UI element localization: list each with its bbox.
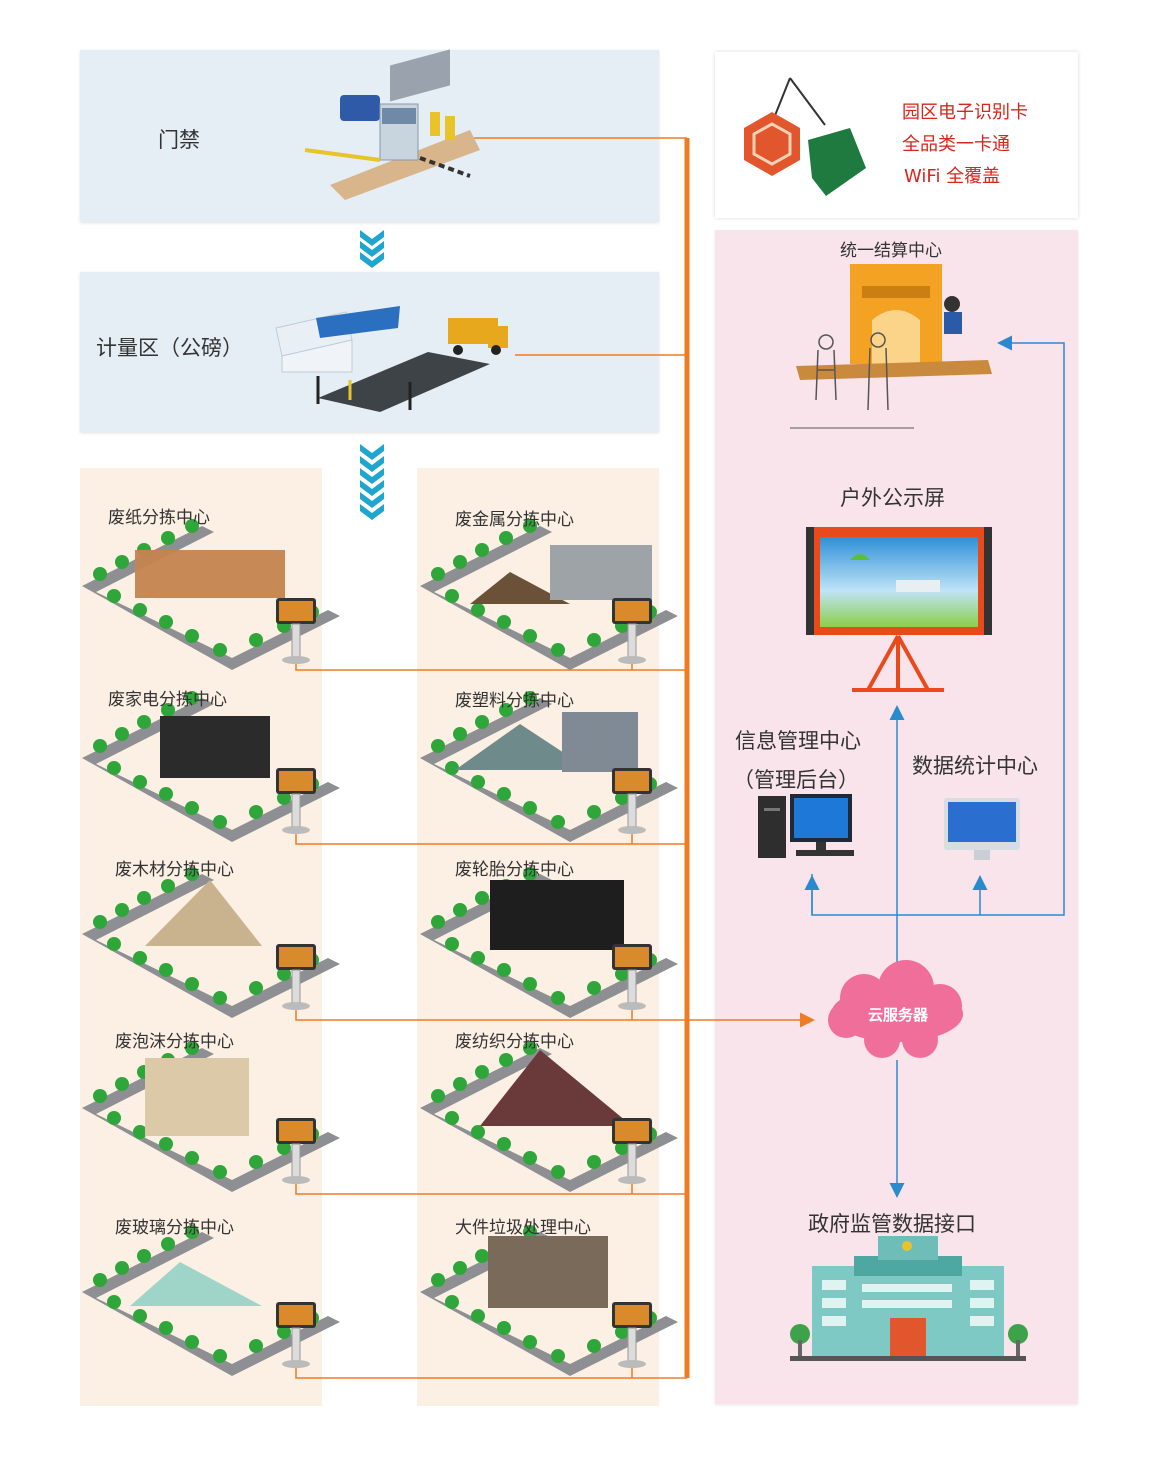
center-label-glass: 废玻璃分拣中心 bbox=[115, 1218, 234, 1238]
center-label-plastic: 废塑料分拣中心 bbox=[455, 691, 574, 711]
center-label-wood: 废木材分拣中心 bbox=[115, 860, 234, 880]
center-label-tire: 废轮胎分拣中心 bbox=[455, 860, 574, 880]
center-label-appliance: 废家电分拣中心 bbox=[108, 690, 227, 710]
center-label-metal: 废金属分拣中心 bbox=[455, 510, 574, 530]
gate-label: 门禁 bbox=[158, 128, 200, 152]
government-building-icon bbox=[790, 1236, 1028, 1361]
gate-truck-icon bbox=[304, 49, 480, 200]
card-line-3: WiFi 全覆盖 bbox=[904, 166, 1001, 187]
outdoor-screen-label: 户外公示屏 bbox=[840, 486, 945, 510]
card-line-2: 全品类一卡通 bbox=[902, 134, 1010, 155]
weighbridge-icon bbox=[275, 306, 508, 412]
data-stats-label: 数据统计中心 bbox=[912, 754, 1038, 778]
center-label-foam: 废泡沫分拣中心 bbox=[115, 1032, 234, 1052]
settlement-counter-icon bbox=[790, 264, 992, 429]
center-label-textile: 废纺织分拣中心 bbox=[455, 1032, 574, 1052]
info-mgmt-label: 信息管理中心 bbox=[735, 729, 861, 753]
settlement-label: 统一结算中心 bbox=[840, 241, 942, 261]
center-label-paper: 废纸分拣中心 bbox=[108, 508, 210, 528]
desktop-pc-icon bbox=[758, 794, 854, 858]
sorting-yard-icon bbox=[82, 519, 678, 1376]
cloud-icon bbox=[828, 960, 963, 1058]
weigh-label: 计量区（公磅） bbox=[96, 336, 243, 360]
cloud-label: 云服务器 bbox=[868, 1006, 929, 1024]
id-card-icon bbox=[744, 77, 866, 196]
imac-icon bbox=[944, 798, 1020, 860]
center-label-bulky: 大件垃圾处理中心 bbox=[455, 1218, 591, 1238]
card-line-1: 园区电子识别卡 bbox=[902, 102, 1028, 123]
gate-panel bbox=[80, 50, 659, 222]
info-mgmt-sub-label: （管理后台） bbox=[733, 768, 859, 792]
billboard-icon bbox=[806, 527, 992, 692]
gov-interface-label: 政府监管数据接口 bbox=[808, 1212, 976, 1236]
